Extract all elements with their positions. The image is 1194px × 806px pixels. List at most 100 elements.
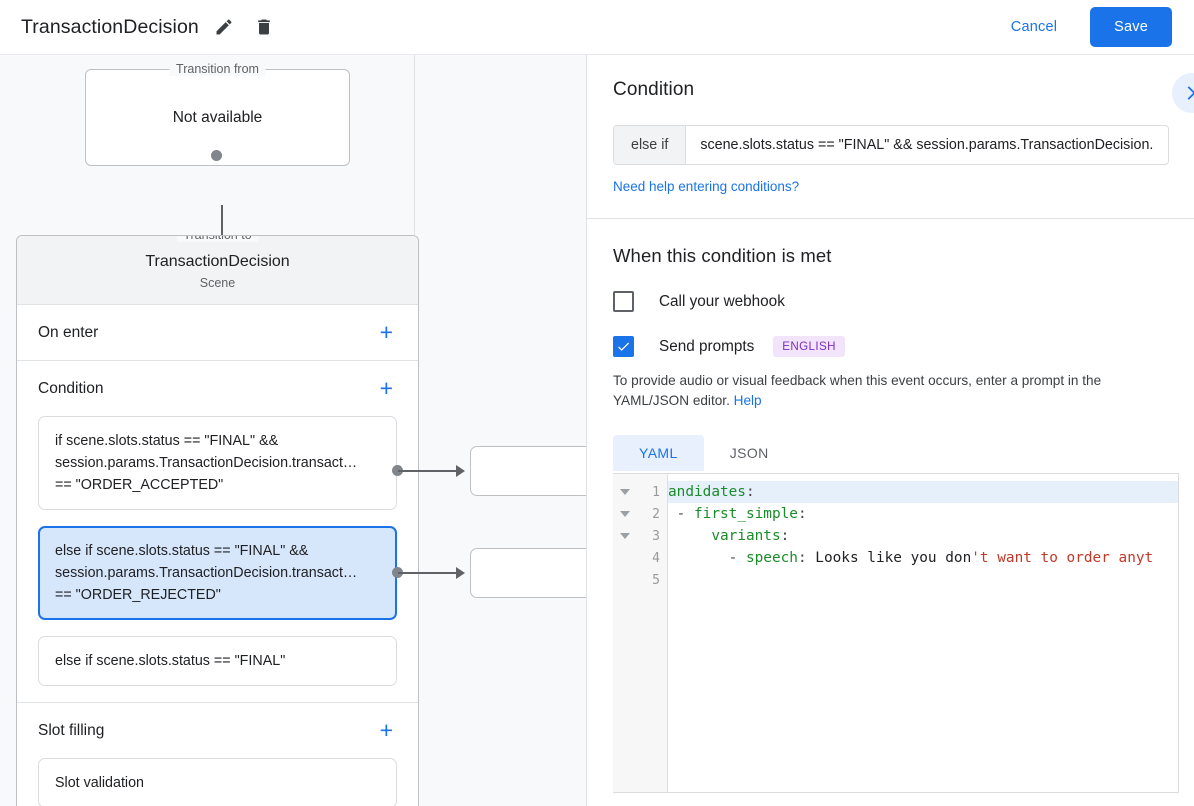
- prompt-hint-body: To provide audio or visual feedback when…: [613, 373, 1102, 408]
- section-header-condition: Condition +: [38, 361, 397, 416]
- transition-to-legend: Transition to: [176, 236, 259, 242]
- section-header-slot-filling: Slot filling +: [38, 703, 397, 758]
- code-token: speech: [745, 550, 798, 566]
- editor-gutter: 1 2 3 4 5: [613, 474, 668, 792]
- line-number: 3: [652, 528, 660, 544]
- scene-canvas: Transition from Not available Transition…: [0, 55, 586, 806]
- scene-card: Transition to TransactionDecision Scene …: [16, 235, 419, 806]
- line-number: 2: [652, 506, 660, 522]
- condition-section: Condition else if Need help entering con…: [587, 55, 1194, 219]
- condition-card-line: session.params.TransactionDecision.trans…: [55, 565, 358, 581]
- send-prompts-row: Send prompts ENGLISH: [613, 336, 1194, 357]
- transition-from-value: Not available: [172, 108, 263, 126]
- cancel-button[interactable]: Cancel: [999, 11, 1069, 43]
- condition-list: if scene.slots.status == "FINAL" && sess…: [38, 416, 397, 702]
- target-stub-box-2[interactable]: [470, 548, 586, 598]
- tab-yaml[interactable]: YAML: [613, 435, 704, 471]
- when-condition-met-section: When this condition is met Call your web…: [587, 219, 1194, 793]
- section-slot-filling: Slot filling + Slot validation: [17, 703, 418, 806]
- checkmark-icon: [618, 342, 630, 351]
- condition-arrow-head-2: [456, 567, 465, 579]
- code-token: [668, 528, 711, 544]
- scene-header[interactable]: TransactionDecision Scene: [17, 236, 418, 305]
- editor-format-tabs: YAML JSON: [613, 435, 1194, 471]
- line-number: 4: [652, 550, 660, 566]
- fold-triangle-icon[interactable]: [620, 511, 630, 517]
- code-token: -: [668, 550, 746, 566]
- details-panel: Condition else if Need help entering con…: [586, 55, 1194, 806]
- code-token: :: [797, 550, 816, 566]
- target-stub-box-1[interactable]: [470, 446, 586, 496]
- section-title-slot-filling: Slot filling: [38, 721, 105, 739]
- condition-help-link[interactable]: Need help entering conditions?: [613, 179, 800, 194]
- save-button[interactable]: Save: [1090, 7, 1172, 47]
- app-header: TransactionDecision Cancel Save: [0, 0, 1194, 55]
- prompt-help-link[interactable]: Help: [733, 393, 762, 408]
- condition-arrow-line-2: [398, 572, 456, 574]
- condition-prefix-label: else if: [614, 126, 687, 164]
- condition-arrow-head-1: [456, 465, 465, 477]
- condition-card-line: == "ORDER_REJECTED": [55, 587, 221, 603]
- code-token: variants: [711, 528, 781, 544]
- gutter-row[interactable]: 4: [613, 547, 667, 569]
- code-line[interactable]: andidates:: [668, 481, 1178, 503]
- code-token: andidates: [668, 484, 746, 500]
- section-on-enter: On enter +: [17, 305, 418, 361]
- transition-from-box[interactable]: Transition from Not available: [85, 62, 350, 166]
- code-line[interactable]: - speech: Looks like you don't want to o…: [668, 547, 1178, 569]
- yaml-code-area[interactable]: andidates: - first_simple: variants: - s…: [668, 474, 1178, 792]
- gutter-row[interactable]: 2: [613, 503, 667, 525]
- code-token: 't want to order anyt: [971, 550, 1154, 566]
- code-line[interactable]: - first_simple:: [668, 503, 1178, 525]
- slot-validation-card[interactable]: Slot validation: [38, 758, 397, 806]
- trash-icon[interactable]: [249, 12, 279, 42]
- code-token: :: [745, 484, 755, 500]
- page-title: TransactionDecision: [21, 15, 199, 38]
- condition-card-line: if scene.slots.status == "FINAL" &&: [55, 433, 279, 449]
- condition-arrow-line-1: [398, 470, 456, 472]
- prompt-hint-text: To provide audio or visual feedback when…: [613, 371, 1171, 411]
- condition-connector-dot-1: [392, 465, 403, 476]
- code-token: :: [797, 506, 807, 522]
- condition-card-line: else if scene.slots.status == "FINAL" &&: [55, 543, 309, 559]
- condition-card-2-selected[interactable]: else if scene.slots.status == "FINAL" &&…: [38, 526, 397, 620]
- add-slot-filling-icon[interactable]: +: [379, 717, 393, 743]
- code-token: -: [668, 506, 694, 522]
- line-number: 1: [652, 484, 660, 500]
- condition-card-line: else if scene.slots.status == "FINAL": [55, 653, 286, 669]
- condition-connector-dot-2: [392, 567, 403, 578]
- send-prompts-checkbox[interactable]: [613, 336, 634, 357]
- when-met-heading: When this condition is met: [613, 245, 832, 266]
- fold-triangle-icon[interactable]: [620, 533, 630, 539]
- condition-card-line: == "ORDER_ACCEPTED": [55, 477, 224, 493]
- code-line[interactable]: [668, 569, 1178, 591]
- condition-input[interactable]: [686, 126, 1168, 164]
- call-webhook-checkbox[interactable]: [613, 291, 634, 312]
- gutter-row[interactable]: 5: [613, 569, 667, 591]
- condition-card-3[interactable]: else if scene.slots.status == "FINAL": [38, 636, 397, 686]
- add-on-enter-icon[interactable]: +: [379, 319, 393, 345]
- line-number: 5: [652, 572, 660, 588]
- connector-dot: [211, 150, 222, 161]
- section-title-on-enter: On enter: [38, 323, 99, 341]
- transition-from-legend: Transition from: [169, 62, 266, 76]
- gutter-row[interactable]: 3: [613, 525, 667, 547]
- scene-name: TransactionDecision: [145, 253, 290, 270]
- language-badge: ENGLISH: [773, 336, 845, 357]
- call-webhook-label: Call your webhook: [659, 292, 785, 310]
- code-token: :: [780, 528, 790, 544]
- pencil-icon[interactable]: [209, 12, 239, 42]
- fold-triangle-icon[interactable]: [620, 489, 630, 495]
- gutter-row[interactable]: 1: [613, 481, 667, 503]
- add-condition-icon[interactable]: +: [379, 375, 393, 401]
- condition-heading: Condition: [613, 79, 695, 100]
- yaml-editor[interactable]: 1 2 3 4 5: [613, 473, 1179, 793]
- tab-json[interactable]: JSON: [729, 445, 769, 461]
- condition-card-1[interactable]: if scene.slots.status == "FINAL" && sess…: [38, 416, 397, 510]
- webhook-row: Call your webhook: [613, 291, 1194, 312]
- condition-input-row: else if: [613, 125, 1169, 165]
- chevron-right-icon[interactable]: [1172, 73, 1194, 113]
- section-header-on-enter: On enter +: [38, 305, 397, 360]
- code-line[interactable]: variants:: [668, 525, 1178, 547]
